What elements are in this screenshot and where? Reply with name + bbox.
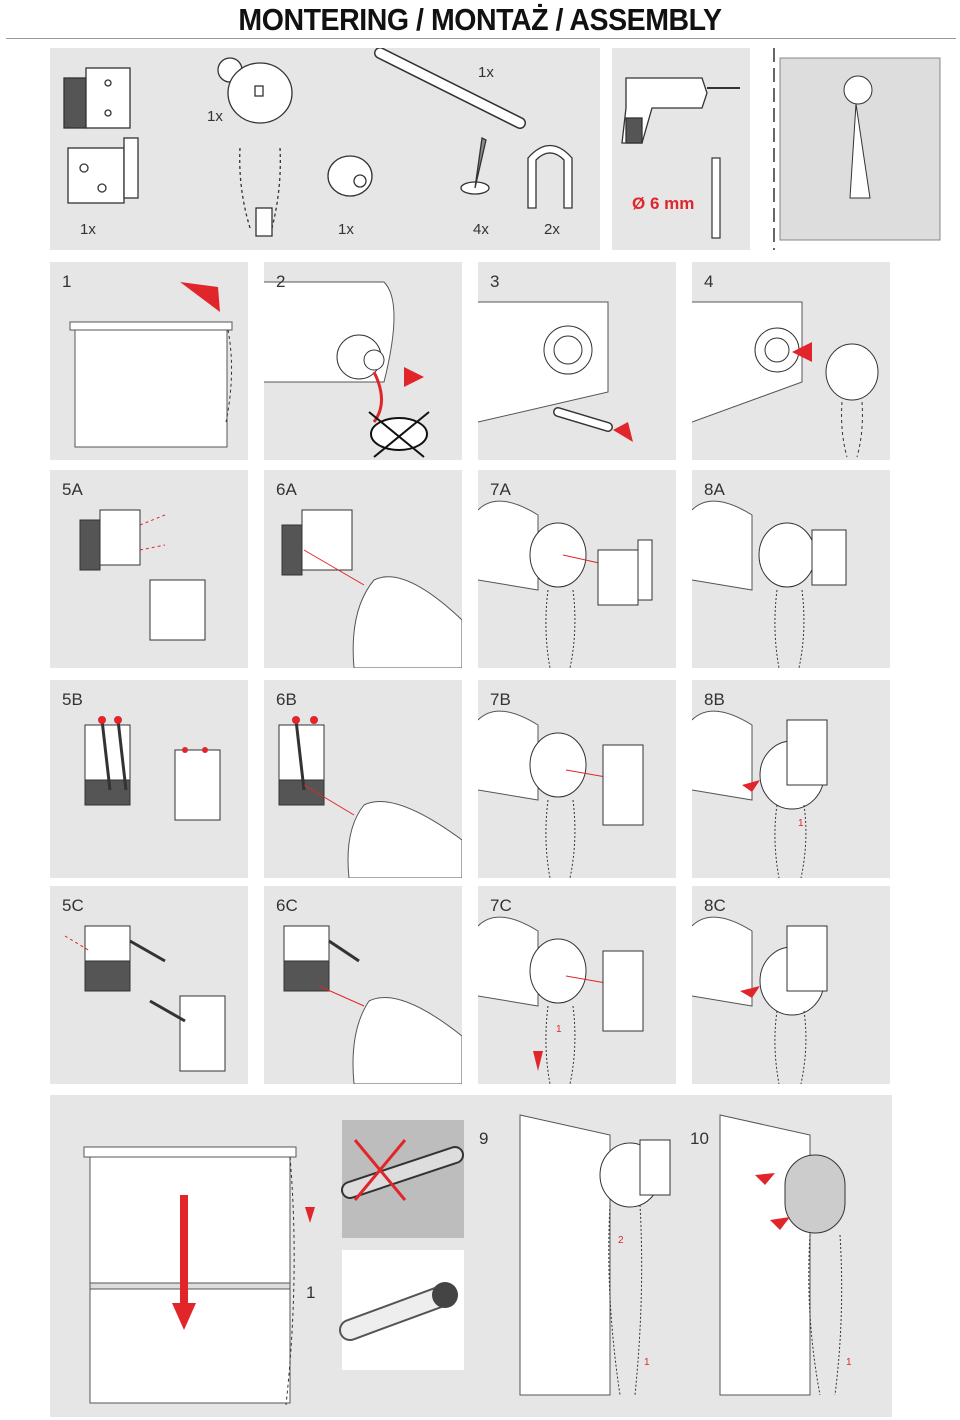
step-1-panel: 1 <box>50 262 248 460</box>
clutch-icon <box>825 343 879 458</box>
step-label: 7A <box>490 480 511 499</box>
drill-panel: Ø 6 mm <box>612 48 750 250</box>
drill-size-label: Ø 6 mm <box>632 194 695 213</box>
step-4-panel: 4 <box>692 262 890 460</box>
parts-panel: 1x 1x 1x 1x 4x 2x <box>50 48 600 250</box>
step-label: 1 <box>62 272 72 291</box>
step-5b-panel: 5B <box>50 680 248 878</box>
step-label: 10 <box>690 1129 709 1148</box>
step-5c-panel: 5C <box>50 886 248 1084</box>
arrow-icon <box>305 1207 315 1223</box>
step-3-panel: 3 <box>478 262 676 460</box>
step-6c-panel: 6C <box>264 886 462 1084</box>
step-label: 7B <box>490 690 511 709</box>
arrow-icon <box>770 1217 790 1230</box>
chain-count: 2 <box>618 1235 624 1246</box>
step-6b-panel: 6B <box>264 680 462 878</box>
step-label: 9 <box>479 1129 489 1148</box>
page-title: MONTERING / MONTAŻ / ASSEMBLY <box>238 2 722 37</box>
step-2-panel: 2 <box>264 262 462 460</box>
arrow-icon <box>740 986 760 998</box>
step-label: 8C <box>704 896 726 915</box>
qty-screws: 4x <box>473 221 489 238</box>
bracket-icon <box>63 67 131 129</box>
screw-icon <box>460 137 490 195</box>
arrow-icon <box>755 1173 775 1185</box>
final-steps-panel: 9 10 1 2 1 1 <box>50 1095 892 1417</box>
step-label: 6A <box>276 480 297 499</box>
qty-caps: 2x <box>544 221 560 238</box>
step-label: 8A <box>704 480 725 499</box>
bracket-icon <box>79 509 206 641</box>
step-8b-panel: 8B 1 <box>692 680 890 878</box>
cross-icon <box>368 411 430 458</box>
cap-icon <box>527 144 573 209</box>
chain-count: 1 <box>798 818 804 829</box>
bracket-icon <box>281 509 353 576</box>
blind-overview-panel <box>760 48 956 250</box>
step-7a-panel: 7A <box>478 470 676 668</box>
bracket-icon <box>786 719 828 786</box>
chain-count: 1 <box>556 1024 562 1035</box>
cross-icon <box>353 1139 407 1201</box>
qty-rod: 1x <box>478 64 494 81</box>
step-label: 7C <box>490 896 512 915</box>
arrow-icon <box>180 282 220 312</box>
bracket-icon <box>811 529 847 586</box>
arrow-icon <box>792 342 812 362</box>
bracket-icon <box>786 925 828 992</box>
step-label: 3 <box>490 272 500 291</box>
chain-count: 1 <box>846 1357 852 1368</box>
parts-illustration <box>63 48 573 237</box>
qty-clutch: 1x <box>207 108 223 125</box>
step-label: 8B <box>704 690 725 709</box>
bracket-icon <box>283 925 330 992</box>
step-8a-panel: 8A <box>692 470 890 668</box>
chain-count: 1 <box>644 1357 650 1368</box>
step-6a-panel: 6A <box>264 470 462 668</box>
clutch-icon <box>217 57 293 237</box>
step-8c-panel: 8C <box>692 886 890 1084</box>
chain-count: 1 <box>306 1283 316 1302</box>
bracket-icon <box>602 950 644 1032</box>
arrow-icon <box>172 1303 196 1330</box>
qty-plug: 1x <box>338 221 354 238</box>
bracket-icon <box>597 539 653 606</box>
step-label: 5B <box>62 690 83 709</box>
step-label: 4 <box>704 272 714 291</box>
clutch-icon <box>843 75 873 199</box>
step-7b-panel: 7B <box>478 680 676 878</box>
step-7c-panel: 7C 1 <box>478 886 676 1084</box>
bracket-icon <box>67 137 139 204</box>
rod-icon <box>374 48 526 129</box>
title-divider <box>6 38 956 39</box>
drill-illustration <box>621 77 740 239</box>
arrow-icon <box>404 367 424 387</box>
blind-overview <box>773 48 941 250</box>
plug-icon <box>327 155 373 197</box>
bracket-icon <box>84 925 226 1072</box>
step-label: 6C <box>276 896 298 915</box>
step-label: 5C <box>62 896 84 915</box>
step-label: 5A <box>62 480 83 499</box>
drill-bit-icon <box>711 157 721 239</box>
qty-bracket: 1x <box>80 221 96 238</box>
arrow-icon <box>742 780 760 792</box>
bracket-icon <box>602 744 644 826</box>
step-5a-panel: 5A <box>50 470 248 668</box>
step-label: 2 <box>276 272 286 291</box>
drill-icon <box>621 77 740 144</box>
arrow-icon <box>613 422 633 442</box>
step-label: 6B <box>276 690 297 709</box>
arrow-icon <box>533 1051 543 1071</box>
